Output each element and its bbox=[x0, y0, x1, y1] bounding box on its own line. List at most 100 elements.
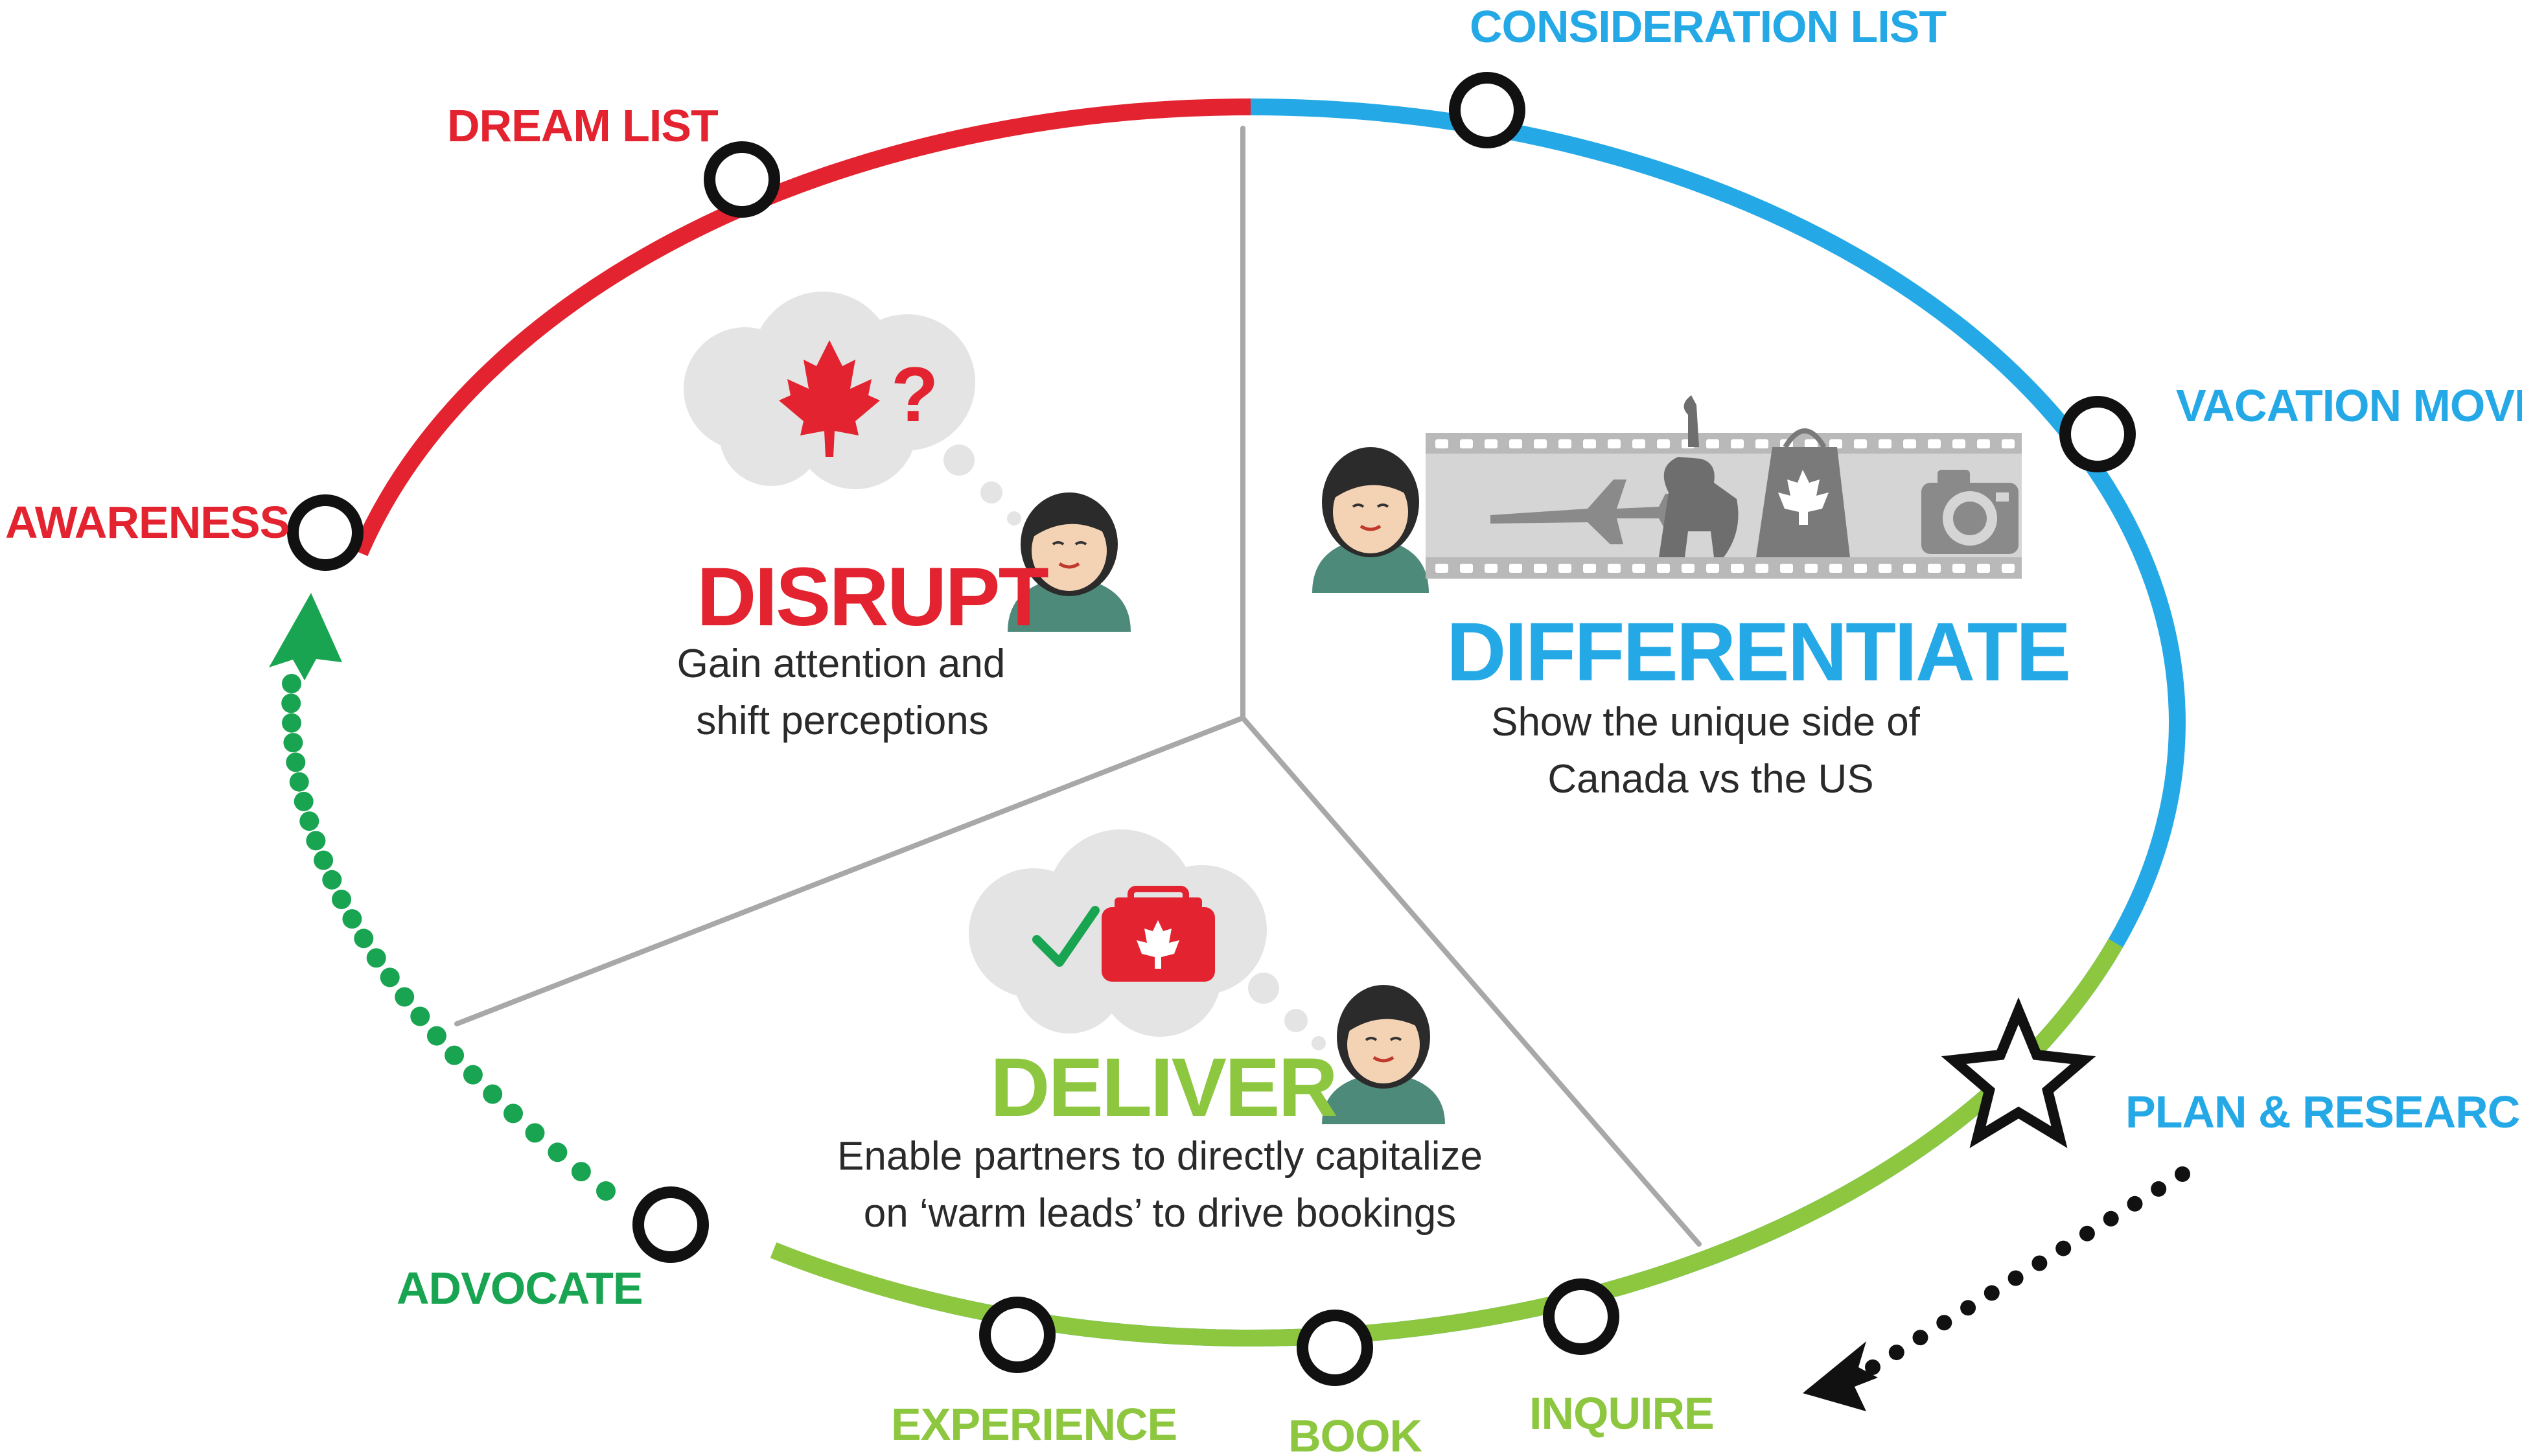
label-vacation-movie: VACATION MOVIE bbox=[2176, 380, 2522, 431]
arrow-dot bbox=[2007, 1270, 2024, 1286]
film-hole bbox=[1706, 439, 1719, 448]
arrow-dot bbox=[286, 752, 306, 772]
film-hole bbox=[1706, 564, 1719, 573]
arrow-dot bbox=[314, 850, 334, 870]
differentiate-description-line-2: Canada vs the US bbox=[1547, 757, 1873, 802]
arrow-dot bbox=[445, 1045, 465, 1065]
arrow-dot bbox=[294, 791, 314, 811]
film-hole bbox=[1558, 564, 1571, 573]
label-inquire: INQUIRE bbox=[1529, 1388, 1714, 1439]
node-book bbox=[1297, 1310, 1373, 1386]
node-vacation-movie bbox=[2059, 396, 2136, 472]
film-hole bbox=[1632, 439, 1645, 448]
node-consideration-list bbox=[1449, 72, 1525, 148]
label-advocate: ADVOCATE bbox=[397, 1263, 643, 1313]
stage-labels: AWARENESS DREAM LIST CONSIDERATION LIST … bbox=[5, 1, 2522, 1456]
disrupt-title: DISRUPT bbox=[697, 551, 1048, 643]
arrow-dot bbox=[282, 674, 301, 693]
film-hole bbox=[1460, 439, 1473, 448]
film-hole bbox=[1534, 564, 1547, 573]
film-hole bbox=[1608, 564, 1621, 573]
film-hole bbox=[1435, 564, 1448, 573]
star-icon bbox=[1941, 997, 2096, 1148]
film-hole bbox=[1928, 439, 1941, 448]
film-hole bbox=[1632, 564, 1645, 573]
arrow-dot bbox=[354, 929, 374, 949]
film-hole bbox=[1558, 439, 1571, 448]
film-strip bbox=[1426, 395, 2022, 579]
stage-nodes bbox=[287, 72, 2136, 1386]
arrow-dot bbox=[283, 733, 303, 753]
label-experience: EXPERIENCE bbox=[891, 1399, 1177, 1450]
film-hole bbox=[1829, 564, 1842, 573]
arrow-dot bbox=[2175, 1166, 2190, 1182]
suitcase-icon bbox=[1102, 886, 1215, 982]
divider-right bbox=[1240, 715, 1702, 1247]
arrow-dot bbox=[2103, 1210, 2119, 1227]
film-hole bbox=[1657, 439, 1670, 448]
film-hole bbox=[1731, 439, 1744, 448]
arrow-dot bbox=[395, 987, 415, 1007]
film-hole bbox=[1952, 439, 1965, 448]
arrow-dot bbox=[1888, 1345, 1904, 1361]
section-dividers bbox=[454, 126, 1702, 1247]
person-avatar bbox=[1322, 985, 1445, 1124]
arrow-dot bbox=[2079, 1225, 2095, 1242]
arrow-dot bbox=[548, 1142, 568, 1162]
arrow-dot bbox=[322, 870, 342, 890]
arrow-dot bbox=[426, 1026, 446, 1046]
node-experience bbox=[979, 1297, 1056, 1373]
question-mark-icon: ? bbox=[891, 351, 938, 438]
film-hole bbox=[1805, 564, 1818, 573]
film-hole bbox=[1583, 564, 1596, 573]
person-avatar bbox=[1008, 492, 1131, 632]
arrow-dot bbox=[1936, 1315, 1952, 1331]
film-hole bbox=[1928, 564, 1941, 573]
arrow-dot bbox=[2127, 1196, 2143, 1212]
differentiate-title: DIFFERENTIATE bbox=[1446, 606, 2069, 699]
film-hole bbox=[1583, 439, 1596, 448]
node-dream-list bbox=[704, 141, 780, 218]
arrow-dot bbox=[332, 890, 351, 909]
arrow-dot bbox=[1960, 1300, 1976, 1316]
ring-segment-disrupt bbox=[352, 98, 1251, 557]
film-hole bbox=[1608, 439, 1621, 448]
arrow-dot bbox=[503, 1104, 523, 1124]
film-hole bbox=[1805, 439, 1818, 448]
node-advocate bbox=[632, 1186, 709, 1263]
film-hole bbox=[1755, 439, 1768, 448]
arrow-dot bbox=[299, 811, 319, 831]
arrow-dot bbox=[1912, 1330, 1928, 1346]
deliver-description-line-2: on ‘warm leads’ to drive bookings bbox=[864, 1191, 1456, 1236]
arrow-dot bbox=[596, 1181, 616, 1201]
divider-left bbox=[454, 715, 1245, 1026]
film-hole bbox=[1903, 564, 1916, 573]
label-dream-list: DREAM LIST bbox=[447, 100, 718, 151]
film-hole bbox=[1755, 564, 1768, 573]
film-hole bbox=[2002, 439, 2015, 448]
film-hole bbox=[1879, 439, 1892, 448]
node-inquire bbox=[1543, 1278, 1619, 1355]
fish-icon bbox=[1683, 395, 1699, 447]
arrow-dot bbox=[282, 713, 301, 733]
arrow-dot bbox=[483, 1084, 503, 1104]
film-hole bbox=[2002, 564, 2015, 573]
film-hole bbox=[1879, 564, 1892, 573]
differentiate-description-line-1: Show the unique side of bbox=[1491, 700, 1921, 745]
node-awareness bbox=[287, 494, 364, 571]
arrowhead-icon bbox=[1803, 1341, 1878, 1411]
arrow-dot bbox=[366, 948, 386, 968]
film-hole bbox=[1952, 564, 1965, 573]
film-hole bbox=[1903, 439, 1916, 448]
checkmark-icon bbox=[1032, 906, 1100, 967]
camera-icon bbox=[1921, 470, 2019, 554]
film-hole bbox=[1731, 564, 1744, 573]
arrow-dot bbox=[2055, 1240, 2072, 1256]
film-hole bbox=[1657, 564, 1670, 573]
label-awareness: AWARENESS bbox=[5, 497, 289, 548]
plan-to-inquire-arrow bbox=[1803, 1166, 2190, 1411]
person-avatar bbox=[1312, 447, 1429, 593]
arrow-dot bbox=[342, 909, 362, 929]
disrupt-description-line-2: shift perceptions bbox=[696, 699, 988, 743]
